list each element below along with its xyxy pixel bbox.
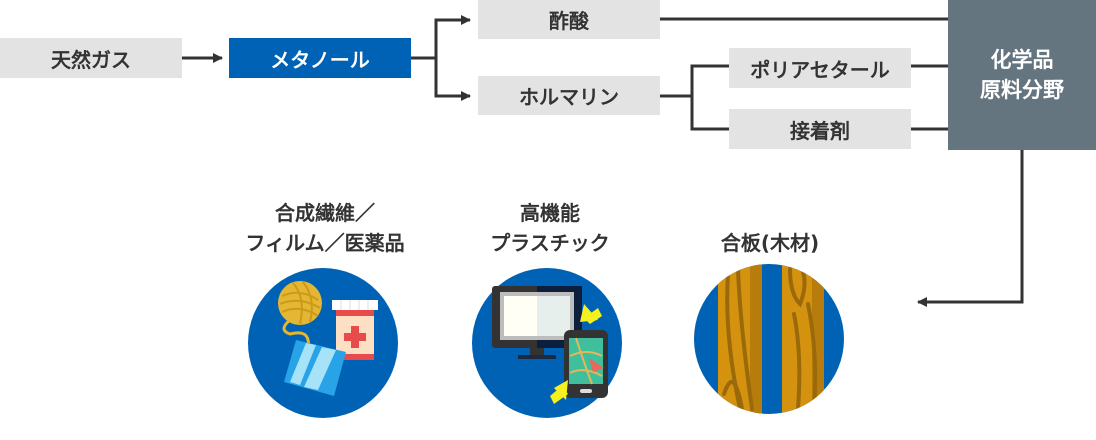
application-label-fiber-line1: 合成繊維／ — [275, 201, 375, 225]
arrow-to-formalin — [434, 58, 471, 101]
natural-gas-label: 天然ガス — [51, 47, 131, 72]
polyacetal-label: ポリアセタール — [750, 57, 890, 82]
adhesive-label: 接着剤 — [790, 118, 850, 143]
medicine-bottle-icon — [332, 300, 378, 360]
smartphone-icon — [564, 330, 608, 398]
formalin-label: ホルマリン — [519, 85, 619, 109]
application-label-plastic: 高機能 プラスチック — [450, 198, 650, 258]
acetic-acid-box: 酢酸 — [478, 0, 660, 39]
monitor-smartphone-icon — [472, 268, 622, 418]
arrow-to-acetic-acid — [434, 15, 471, 58]
chemical-field-box: 化学品 原料分野 — [948, 0, 1096, 150]
formalin-box: ホルマリン — [478, 76, 660, 115]
chemical-field-line1: 化学品 — [990, 48, 1054, 72]
yarn-medicine-film-icon — [248, 268, 398, 418]
application-label-plywood: 合板(木材) — [670, 228, 870, 258]
monitor-icon — [492, 286, 582, 359]
methanol-box: メタノール — [229, 38, 411, 78]
application-label-plywood-line1: 合板(木材) — [720, 231, 820, 255]
application-label-plastic-line2: プラスチック — [490, 231, 610, 255]
polyacetal-box: ポリアセタール — [729, 48, 911, 88]
expand-arrows-icon — [550, 304, 602, 404]
natural-gas-box: 天然ガス — [0, 38, 182, 78]
methanol-label: メタノール — [270, 47, 370, 72]
application-label-fiber: 合成繊維／ フィルム／医薬品 — [210, 198, 440, 258]
arrow-chemical-to-applications — [917, 150, 1024, 307]
yarn-ball-icon — [278, 281, 322, 350]
application-label-fiber-line2: フィルム／医薬品 — [245, 231, 405, 255]
plywood-wood-icon — [694, 264, 844, 414]
film-sheet-icon — [284, 340, 346, 396]
application-label-plastic-line1: 高機能 — [520, 201, 580, 225]
chemical-field-line2: 原料分野 — [980, 78, 1064, 102]
connector-to-adhesive — [690, 96, 730, 131]
acetic-acid-label: 酢酸 — [549, 9, 589, 33]
adhesive-box: 接着剤 — [729, 109, 911, 149]
connector-to-polyacetal — [690, 64, 730, 96]
